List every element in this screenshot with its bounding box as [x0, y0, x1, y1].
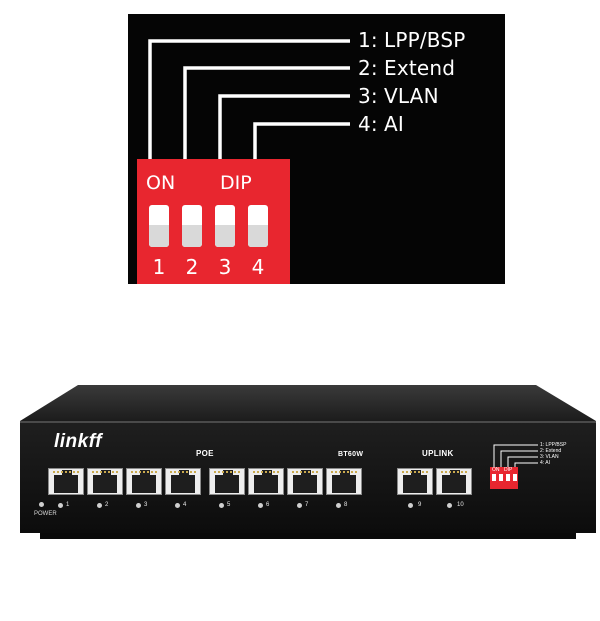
dip-lever-3	[215, 225, 235, 247]
port-number-8: 8	[344, 502, 348, 508]
dip-option-2-label: Extend	[384, 56, 456, 80]
port-led-icon	[258, 503, 263, 508]
dip-option-2-number: 2:	[358, 56, 378, 80]
dip-option-3-label: VLAN	[384, 84, 439, 108]
dip-switch-block: ON DIP 1 2 3 4	[137, 159, 290, 284]
uplink-port-10[interactable]	[436, 468, 472, 495]
dip-option-4-label: AI	[384, 112, 404, 136]
dip-option-3: 3:VLAN	[358, 85, 439, 107]
device-dip-lever-2	[499, 474, 503, 481]
leader-line-1	[148, 39, 350, 159]
poe-port-4[interactable]	[165, 468, 201, 495]
uplink-port-9[interactable]	[397, 468, 433, 495]
poe-port-1[interactable]	[48, 468, 84, 495]
poe-port-3[interactable]	[126, 468, 162, 495]
dip-option-1: 1:LPP/BSP	[358, 29, 466, 51]
device-dip-lever-1	[492, 474, 496, 481]
device-dip-option-1: 1: LPP/BSP	[540, 442, 567, 448]
chassis-base	[40, 533, 576, 539]
dip-on-label: ON	[146, 172, 176, 194]
device-dip-lever-4	[513, 474, 517, 481]
uplink-label: UPLINK	[422, 449, 454, 458]
brand-logo: linkff	[54, 431, 103, 452]
device-dip-lever-3	[506, 474, 510, 481]
device-dip-option-3: 3: VLAN	[540, 454, 559, 460]
dip-option-1-label: LPP/BSP	[384, 28, 466, 52]
port-number-5: 5	[227, 502, 231, 508]
port-led-icon	[219, 503, 224, 508]
port-number-2: 2	[105, 502, 109, 508]
dip-option-4-number: 4:	[358, 112, 378, 136]
chassis-edge	[20, 421, 596, 423]
dip-number-3: 3	[218, 255, 232, 279]
mini-leader-1	[493, 444, 538, 467]
port-number-10: 10	[457, 502, 464, 508]
dip-number-4: 4	[251, 255, 265, 279]
port-led-icon	[408, 503, 413, 508]
dip-number-1: 1	[152, 255, 166, 279]
dip-option-4: 4:AI	[358, 113, 404, 135]
port-led-icon	[297, 503, 302, 508]
poe-network-switch: linkff POE BT60W UPLINK POWER 1 2 3 4 5 …	[20, 385, 596, 545]
dip-lever-4	[248, 225, 268, 247]
port-led-icon	[175, 503, 180, 508]
dip-number-2: 2	[185, 255, 199, 279]
port-number-6: 6	[266, 502, 270, 508]
port-number-9: 9	[418, 502, 422, 508]
port-led-icon	[136, 503, 141, 508]
device-dip-switch[interactable]: ON DIP	[490, 467, 518, 489]
port-number-3: 3	[144, 502, 148, 508]
model-label: BT60W	[338, 451, 364, 458]
mini-leader-3	[507, 456, 538, 467]
leader-line-3	[218, 94, 350, 159]
dip-switch-4[interactable]	[248, 205, 268, 247]
poe-label: POE	[196, 449, 214, 458]
port-number-7: 7	[305, 502, 309, 508]
device-dip-label: DIP	[504, 467, 513, 473]
poe-port-6[interactable]	[248, 468, 284, 495]
port-led-icon	[336, 503, 341, 508]
leader-line-2	[183, 66, 350, 159]
port-led-icon	[97, 503, 102, 508]
chassis-top	[20, 385, 596, 421]
device-dip-option-2: 2: Extend	[540, 448, 562, 454]
port-number-1: 1	[66, 502, 70, 508]
device-dip-option-4: 4: AI	[540, 460, 551, 466]
poe-port-2[interactable]	[87, 468, 123, 495]
dip-switch-2[interactable]	[182, 205, 202, 247]
poe-port-8[interactable]	[326, 468, 362, 495]
poe-port-7[interactable]	[287, 468, 323, 495]
power-led-icon	[39, 502, 44, 507]
dip-option-3-number: 3:	[358, 84, 378, 108]
dip-option-1-number: 1:	[358, 28, 378, 52]
mini-leader-4	[514, 462, 538, 467]
dip-switch-detail-panel: 1:LPP/BSP 2:Extend 3:VLAN 4:AI ON DIP 1 …	[128, 14, 505, 284]
dip-switch-3[interactable]	[215, 205, 235, 247]
device-dip-on-label: ON	[492, 467, 500, 473]
dip-lever-2	[182, 225, 202, 247]
dip-option-2: 2:Extend	[358, 57, 455, 79]
leader-line-4	[253, 122, 350, 159]
port-number-4: 4	[183, 502, 187, 508]
dip-leader-lines	[148, 39, 350, 159]
dip-switch-1[interactable]	[149, 205, 169, 247]
poe-port-5[interactable]	[209, 468, 245, 495]
port-led-icon	[447, 503, 452, 508]
dip-label: DIP	[220, 172, 252, 194]
dip-lever-1	[149, 225, 169, 247]
port-led-icon	[58, 503, 63, 508]
mini-leader-2	[500, 450, 538, 467]
switch-chassis	[20, 385, 596, 539]
power-label: POWER	[34, 511, 57, 517]
